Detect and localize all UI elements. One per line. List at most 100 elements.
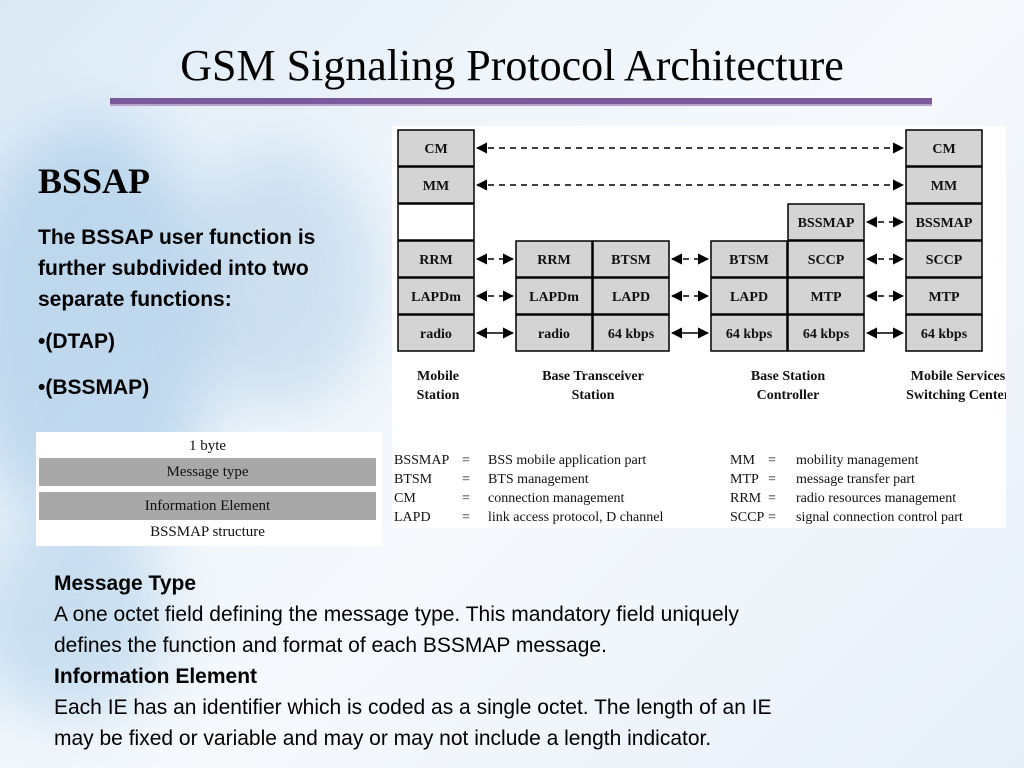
message-type-line-2: defines the function and format of each … <box>54 634 607 657</box>
svg-text:CM: CM <box>424 142 447 157</box>
legend-left-0-eq: = <box>462 453 470 468</box>
msc-layer-64-kbps: 64 kbps <box>905 314 983 352</box>
svg-text:MM: MM <box>423 179 449 194</box>
bts-layer-rrm: RRM <box>515 240 593 278</box>
bts-layer-btsm: BTSM <box>592 240 670 278</box>
msc-layer-sccp: SCCP <box>905 240 983 278</box>
information-element-line-1: Each IE has an identifier which is coded… <box>54 696 772 719</box>
legend-left-3-desc: link access protocol, D channel <box>488 510 663 525</box>
msc-layer-cm: CM <box>905 129 983 167</box>
structure-message-type-row: Message type <box>39 458 376 486</box>
svg-text:BSSMAP: BSSMAP <box>798 216 855 231</box>
mobile-station-label-line-1: Mobile <box>417 369 459 384</box>
svg-text:64 kbps: 64 kbps <box>921 327 968 342</box>
structure-information-element-row: Information Element <box>39 492 376 520</box>
legend-right-3-eq: = <box>768 510 776 525</box>
legend-left-2-desc: connection management <box>488 491 625 506</box>
background-blob <box>0 520 170 720</box>
legend-right-2-abbr: RRM <box>730 491 762 506</box>
svg-text:RRM: RRM <box>537 253 570 268</box>
legend-right-1-eq: = <box>768 472 776 487</box>
legend-left-1-abbr: BTSM <box>394 472 433 487</box>
bts-label-line-2: Station <box>572 388 615 403</box>
bsc-layer-64-kbps: 64 kbps <box>710 314 788 352</box>
svg-text:LAPD: LAPD <box>612 290 650 305</box>
bsc-layer-lapd: LAPD <box>710 277 788 315</box>
legend-left-0-desc: BSS mobile application part <box>488 453 646 468</box>
ms-layer-cm: CM <box>397 129 475 167</box>
bts-label-line-1: Base Transceiver <box>542 369 644 384</box>
ms-layer-rrm: RRM <box>397 240 475 278</box>
mobile-station-label-line-2: Station <box>417 388 460 403</box>
svg-text:64 kbps: 64 kbps <box>608 327 655 342</box>
bsc-label-line-2: Controller <box>757 388 820 403</box>
svg-text:BTSM: BTSM <box>729 253 769 268</box>
svg-text:MTP: MTP <box>810 290 842 305</box>
svg-text:radio: radio <box>420 327 452 342</box>
svg-text:LAPD: LAPD <box>730 290 768 305</box>
legend-right-0-eq: = <box>768 453 776 468</box>
bts-layer-lapdm: LAPDm <box>515 277 593 315</box>
legend-left-3-eq: = <box>462 510 470 525</box>
bsc-layer-mtp: MTP <box>787 277 865 315</box>
msc-layer-bssmap: BSSMAP <box>905 203 983 241</box>
section-heading: BSSAP <box>38 161 151 201</box>
legend-right-2-desc: radio resources management <box>796 491 956 506</box>
slide-title: GSM Signaling Protocol Architecture <box>180 41 844 90</box>
legend-right-2-eq: = <box>768 491 776 506</box>
svg-text:BSSMAP: BSSMAP <box>916 216 973 231</box>
legend-right-0-abbr: MM <box>730 453 755 468</box>
legend-left-3-abbr: LAPD <box>394 510 431 525</box>
legend-left-2-abbr: CM <box>394 491 416 506</box>
bsc-layer-sccp: SCCP <box>787 240 865 278</box>
legend-right-0-desc: mobility management <box>796 453 919 468</box>
svg-text:RRM: RRM <box>419 253 452 268</box>
svg-text:MM: MM <box>931 179 957 194</box>
svg-text:BTSM: BTSM <box>611 253 651 268</box>
msc-label-line-2: Switching Center <box>906 388 1006 403</box>
ms-layer-lapdm: LAPDm <box>397 277 475 315</box>
ms-layer-mm: MM <box>397 166 475 204</box>
title-underline <box>110 98 932 106</box>
legend-left-0-abbr: BSSMAP <box>394 453 449 468</box>
ms-layer-empty <box>397 203 475 241</box>
svg-text:radio: radio <box>538 327 570 342</box>
svg-text:SCCP: SCCP <box>926 253 963 268</box>
message-type-title: Message Type <box>54 572 197 595</box>
bullet-bssmap: •(BSSMAP) <box>38 376 150 399</box>
msc-layer-mtp: MTP <box>905 277 983 315</box>
svg-text:LAPDm: LAPDm <box>529 290 579 305</box>
structure-header: 1 byte <box>188 438 227 454</box>
bsc-layer-btsm: BTSM <box>710 240 788 278</box>
information-element-title: Information Element <box>54 665 258 688</box>
legend-right-3-abbr: SCCP <box>730 510 764 525</box>
svg-text:LAPDm: LAPDm <box>411 290 461 305</box>
legend-left-1-desc: BTS management <box>488 472 589 487</box>
protocol-stack-svg: CMMMRRMLAPDmradioRRMLAPDmradioBTSMLAPD64… <box>394 129 1006 525</box>
structure-caption: BSSMAP structure <box>150 524 265 540</box>
bts-layer-64-kbps: 64 kbps <box>592 314 670 352</box>
svg-text:CM: CM <box>932 142 955 157</box>
legend-right-1-desc: message transfer part <box>796 472 915 487</box>
intro-text: The BSSAP user function is further subdi… <box>38 226 316 311</box>
bsc-layer-64-kbps: 64 kbps <box>787 314 865 352</box>
bullet-dtap: •(DTAP) <box>38 330 115 353</box>
message-type-line-1: A one octet field defining the message t… <box>54 603 739 626</box>
legend-left-2-eq: = <box>462 491 470 506</box>
bsc-layer-bssmap: BSSMAP <box>787 203 865 241</box>
svg-text:64 kbps: 64 kbps <box>803 327 850 342</box>
legend-right-3-desc: signal connection control part <box>796 510 963 525</box>
bts-layer-lapd: LAPD <box>592 277 670 315</box>
message-type-description: Message Type A one octet field defining … <box>54 568 954 754</box>
msc-label-line-1: Mobile Services <box>911 369 1006 384</box>
bsc-label-line-1: Base Station <box>751 369 826 384</box>
bssmap-structure: 1 byte Message type Information Element … <box>36 432 382 546</box>
bts-layer-radio: radio <box>515 314 593 352</box>
background-blob <box>180 150 380 410</box>
ms-layer-radio: radio <box>397 314 475 352</box>
svg-text:MTP: MTP <box>928 290 960 305</box>
svg-text:SCCP: SCCP <box>808 253 845 268</box>
information-element-line-2: may be fixed or variable and may or may … <box>54 727 712 750</box>
legend-right-1-abbr: MTP <box>730 472 759 487</box>
